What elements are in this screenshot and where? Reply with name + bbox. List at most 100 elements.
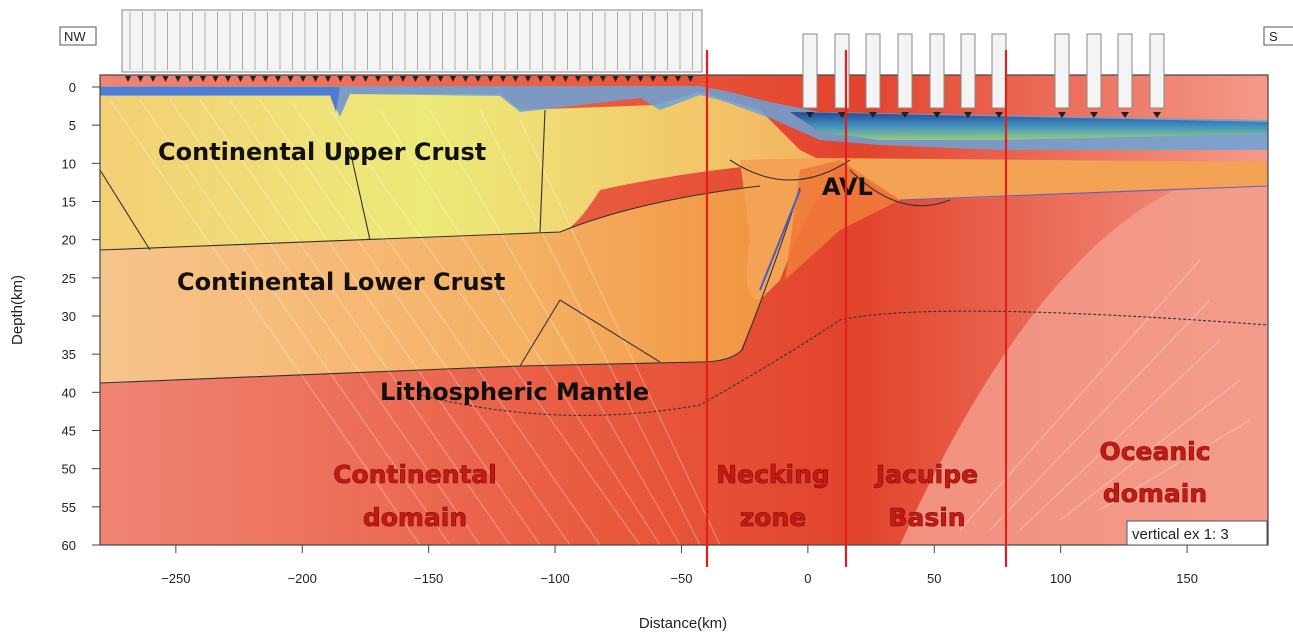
station-marker <box>325 76 331 82</box>
station-box <box>991 33 1007 109</box>
station-marker <box>200 76 206 82</box>
x-tick-label: 0 <box>804 571 811 586</box>
x-tick-label: 100 <box>1050 571 1072 586</box>
station-marker <box>462 76 469 82</box>
station-marker <box>587 76 594 82</box>
necking-zone-label-2: zone <box>740 503 806 532</box>
mantle-label: Lithospheric Mantle <box>380 378 649 406</box>
station-marker <box>487 76 494 82</box>
station-marker <box>262 76 269 82</box>
oceanic-region <box>900 185 1268 545</box>
vertical-exaggeration-label: vertical ex 1: 3 <box>1132 526 1229 543</box>
x-axis-title: Distance(km) <box>639 615 727 632</box>
station-box <box>865 33 881 109</box>
y-tick-label: 30 <box>62 309 76 324</box>
oceanic-domain-label-2: domain <box>1103 479 1207 508</box>
x-tick-label: −150 <box>414 571 443 586</box>
boundary-lines <box>100 109 1268 416</box>
station-box <box>1149 33 1165 109</box>
station-marker <box>475 76 481 82</box>
domain-boundaries <box>705 50 1008 567</box>
continental-domain-label-1: Continental <box>333 460 497 489</box>
station-box <box>1086 33 1102 109</box>
station-marker <box>150 76 156 82</box>
section-body <box>100 75 1268 545</box>
station-marker <box>275 76 281 82</box>
station-marker <box>300 76 306 82</box>
upper-crust-region <box>100 92 820 250</box>
station-marker <box>806 112 814 118</box>
station-marker <box>175 76 181 82</box>
station-marker <box>1153 112 1161 118</box>
station-marker <box>337 76 344 82</box>
station-marker <box>187 76 194 82</box>
corner-right-label: S <box>1269 29 1278 44</box>
station-marker <box>237 76 244 82</box>
y-tick-label: 35 <box>62 347 76 362</box>
station-box <box>1117 33 1133 109</box>
station-marker <box>537 76 544 82</box>
avl-label: AVL <box>822 173 873 201</box>
x-tick-label: 150 <box>1176 571 1198 586</box>
station-box <box>897 33 913 109</box>
jacuipe-basin-label-1: Jacuipe <box>874 460 978 489</box>
y-tick-label: 50 <box>62 462 76 477</box>
x-tick-label: 50 <box>927 571 941 586</box>
y-tick-label: 15 <box>62 195 76 210</box>
station-marker <box>562 76 569 82</box>
station-marker <box>662 76 669 82</box>
y-tick-label: 10 <box>62 156 76 171</box>
station-marker <box>225 76 231 82</box>
station-marker <box>901 112 909 118</box>
station-marker <box>637 76 644 82</box>
station-marker <box>425 76 431 82</box>
oceanic-domain-label-1: Oceanic <box>1099 437 1210 466</box>
station-marker <box>125 76 131 82</box>
station-marker <box>687 76 694 82</box>
station-marker <box>869 112 877 118</box>
station-marker <box>525 76 531 82</box>
y-tick-label: 45 <box>62 424 76 439</box>
x-tick-label: −50 <box>670 571 692 586</box>
station-marker <box>675 76 681 82</box>
station-box <box>960 33 976 109</box>
station-marker <box>162 76 169 82</box>
station-marker <box>212 76 219 82</box>
corner-right-box <box>1263 26 1293 46</box>
station-marker <box>1058 112 1066 118</box>
y-axis-title: Depth(km) <box>9 275 26 345</box>
station-marker <box>400 76 406 82</box>
station-markers <box>125 76 1161 118</box>
station-marker <box>387 76 394 82</box>
corner-left-box <box>59 26 97 46</box>
station-marker <box>287 76 294 82</box>
y-tick-label: 0 <box>69 80 76 95</box>
avl-region <box>740 158 1268 300</box>
station-marker <box>838 112 846 118</box>
station-marker <box>375 76 381 82</box>
y-tick-label: 40 <box>62 385 76 400</box>
station-marker <box>362 76 369 82</box>
station-marker <box>933 112 941 118</box>
station-marker <box>500 76 506 82</box>
station-marker <box>625 76 631 82</box>
station-marker <box>612 76 619 82</box>
station-marker <box>412 76 419 82</box>
lower-crust-region <box>100 186 800 383</box>
necking-zone-label-1: Necking <box>716 460 830 489</box>
station-marker <box>995 112 1003 118</box>
station-box <box>929 33 945 109</box>
station-marker <box>437 76 444 82</box>
blue-boundary <box>759 189 801 291</box>
jacuipe-basin-label-2: Basin <box>888 503 965 532</box>
y-tick-label: 25 <box>62 271 76 286</box>
plot-frame <box>99 74 1269 546</box>
y-tick-label: 60 <box>62 538 76 553</box>
sediment-left <box>100 87 340 112</box>
station-marker <box>512 76 519 82</box>
station-marker <box>650 76 656 82</box>
x-tick-label: −250 <box>161 571 190 586</box>
